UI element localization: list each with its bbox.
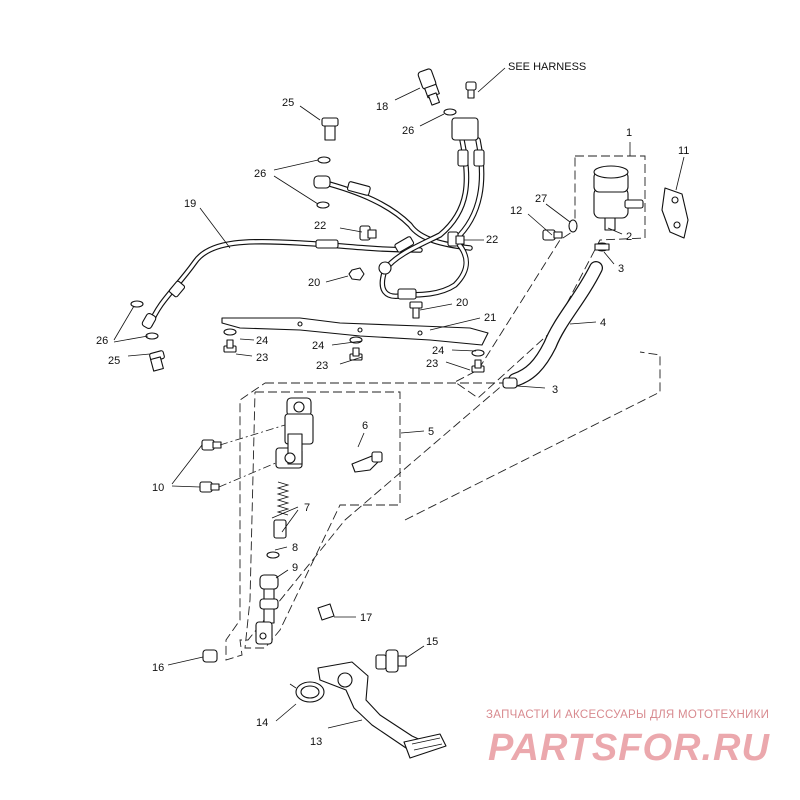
clevis-pushrod (255, 608, 275, 645)
hose-clip-3-top (594, 242, 610, 252)
callout-23-left: 23 (256, 352, 268, 364)
bolt-12 (542, 229, 563, 241)
callout-5: 5 (428, 426, 434, 438)
callout-21: 21 (484, 312, 496, 324)
pivot-bolt-15 (375, 649, 407, 673)
see-harness-note: SEE HARNESS (508, 61, 586, 73)
bolt-axis-lines (218, 424, 286, 488)
callout-24-right: 24 (432, 345, 444, 357)
brake-pedal-13 (317, 661, 447, 759)
callout-9: 9 (292, 562, 298, 574)
reservoir-hose-4 (508, 261, 603, 387)
callout-22-left: 22 (314, 220, 326, 232)
bolt-20-left (348, 267, 365, 281)
callout-19: 19 (184, 198, 196, 210)
callout-24-mid: 24 (312, 340, 324, 352)
fluid-reservoir-2 (593, 165, 644, 231)
callout-3-top: 3 (618, 263, 624, 275)
callout-6: 6 (362, 420, 368, 432)
callout-26-left: 26 (96, 335, 108, 347)
callout-4: 4 (600, 317, 606, 329)
hose-clip-22-right (447, 231, 465, 247)
callout-3-bottom: 3 (552, 384, 558, 396)
washer-27 (568, 219, 578, 233)
banjo-bolt-25-bottom (149, 350, 165, 372)
callout-11: 11 (678, 145, 689, 157)
callout-10: 10 (152, 482, 164, 494)
hose-fitting-6 (351, 451, 383, 473)
watermark-logo: PARTSFOR.RU (488, 727, 770, 769)
dust-boot-9 (259, 574, 279, 610)
callout-1: 1 (626, 127, 632, 139)
callout-23-right: 23 (426, 358, 438, 370)
reservoir-bracket-11 (661, 187, 689, 239)
callout-17: 17 (360, 612, 372, 624)
leader-lines (113, 67, 685, 729)
callout-27: 27 (535, 193, 547, 205)
callout-13: 13 (310, 736, 322, 748)
banjo-bolt-25-top (321, 117, 339, 141)
bolt-20-right (409, 301, 423, 319)
callout-8: 8 (292, 542, 298, 554)
callout-18: 18 (376, 101, 388, 113)
callout-15: 15 (426, 636, 438, 648)
callout-24-left: 24 (256, 335, 268, 347)
callout-14: 14 (256, 717, 268, 729)
harness-bolt (465, 81, 477, 99)
reservoir-assembly-outline (454, 155, 646, 399)
master-cylinder-inner-outline (244, 391, 401, 649)
hose-clip-22-left (359, 225, 377, 241)
master-cylinder-assembly-outline (225, 382, 507, 661)
hose-bracket-21 (221, 317, 489, 346)
callout-12: 12 (510, 205, 522, 217)
callout-20-right: 20 (456, 297, 468, 309)
callout-20-left: 20 (308, 277, 320, 289)
brake-hose-19 (141, 238, 423, 330)
brake-light-switch-18 (417, 68, 441, 106)
clevis-pin-16 (202, 649, 218, 663)
piston-8 (266, 519, 287, 559)
clip-17 (317, 603, 335, 621)
hose-clip-3-bottom (502, 377, 518, 389)
bolts-23 (223, 339, 485, 373)
brake-hose-upper (313, 175, 473, 251)
spring-7 (276, 481, 290, 516)
watermark-tagline: ЗАПЧАСТИ И АКСЕССУАРЫ ДЛЯ МОТОТЕХНИКИ (486, 709, 769, 721)
callout-16: 16 (152, 662, 164, 674)
callout-26-mid: 26 (254, 168, 266, 180)
callout-26-top: 26 (402, 125, 414, 137)
brake-lines-pair (378, 117, 485, 300)
master-cylinder-body-5 (275, 397, 314, 469)
callout-25-top: 25 (282, 97, 294, 109)
return-spring-14 (289, 681, 325, 703)
callout-7: 7 (304, 502, 310, 514)
assembly-link-line (404, 351, 661, 521)
washers-24 (223, 328, 485, 357)
callout-23-mid: 23 (316, 360, 328, 372)
callout-22-right: 22 (486, 234, 498, 246)
callout-2: 2 (626, 231, 632, 243)
callout-25-bottom: 25 (108, 355, 120, 367)
mounting-bolts-10 (199, 439, 222, 493)
